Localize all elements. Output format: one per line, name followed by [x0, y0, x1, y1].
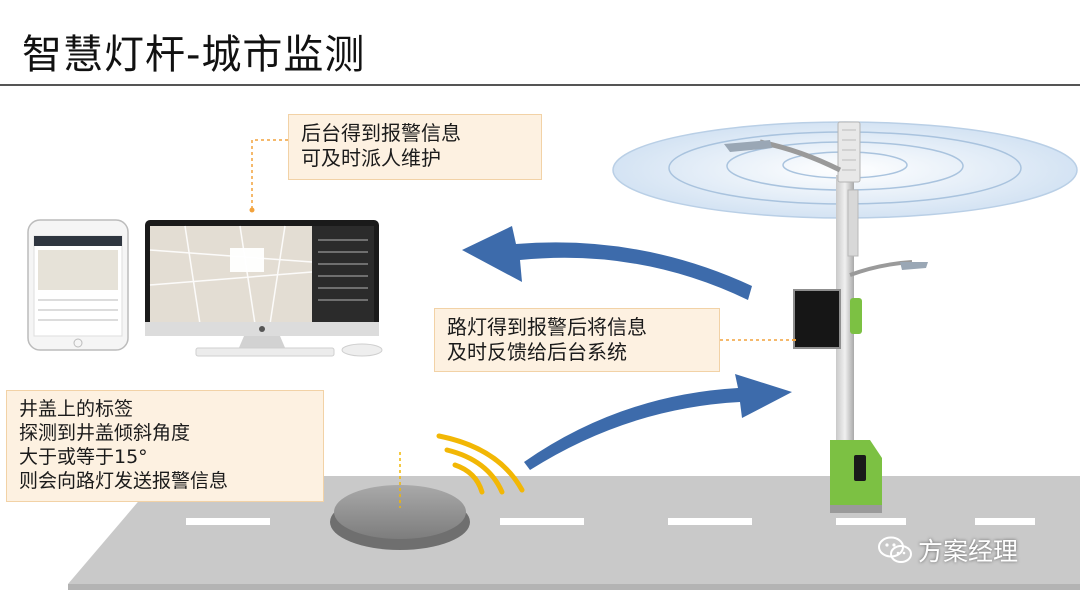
smart-pole-illustration — [724, 121, 928, 513]
page-title: 智慧灯杆-城市监测 — [22, 32, 366, 78]
wechat-icon — [878, 536, 912, 563]
road — [68, 476, 1080, 590]
streetlight-feedback-note: 路灯得到报警后将信息 及时反馈给后台系统 — [434, 308, 720, 372]
note-line: 路灯得到报警后将信息 — [447, 315, 647, 339]
manhole-cover — [330, 452, 470, 550]
note-line: 可及时派人维护 — [301, 146, 441, 170]
note-line: 及时反馈给后台系统 — [447, 340, 627, 364]
manhole-tag-note: 井盖上的标签 探测到井盖倾斜角度 大于或等于15° 则会向路灯发送报警信息 — [6, 390, 324, 502]
note-line: 后台得到报警信息 — [301, 121, 461, 145]
lane-markings — [186, 518, 1035, 525]
arrow-to-backend — [462, 226, 752, 300]
watermark-text: 方案经理 — [918, 537, 1019, 566]
connector-dot — [249, 207, 255, 213]
note-line: 大于或等于15° — [19, 446, 148, 468]
smartphone-illustration — [27, 219, 129, 351]
backend-alert-note: 后台得到报警信息 可及时派人维护 — [288, 114, 542, 180]
note-line: 探测到井盖倾斜角度 — [19, 422, 191, 444]
title-divider — [0, 84, 1080, 86]
signal-icon — [436, 433, 525, 495]
connector-lines — [251, 139, 792, 341]
note-line: 井盖上的标签 — [19, 398, 134, 420]
watermark: 方案经理 — [878, 532, 1018, 568]
arrow-to-streetlight — [524, 374, 792, 470]
monitor-illustration — [145, 220, 383, 357]
note-line: 则会向路灯发送报警信息 — [19, 470, 229, 492]
